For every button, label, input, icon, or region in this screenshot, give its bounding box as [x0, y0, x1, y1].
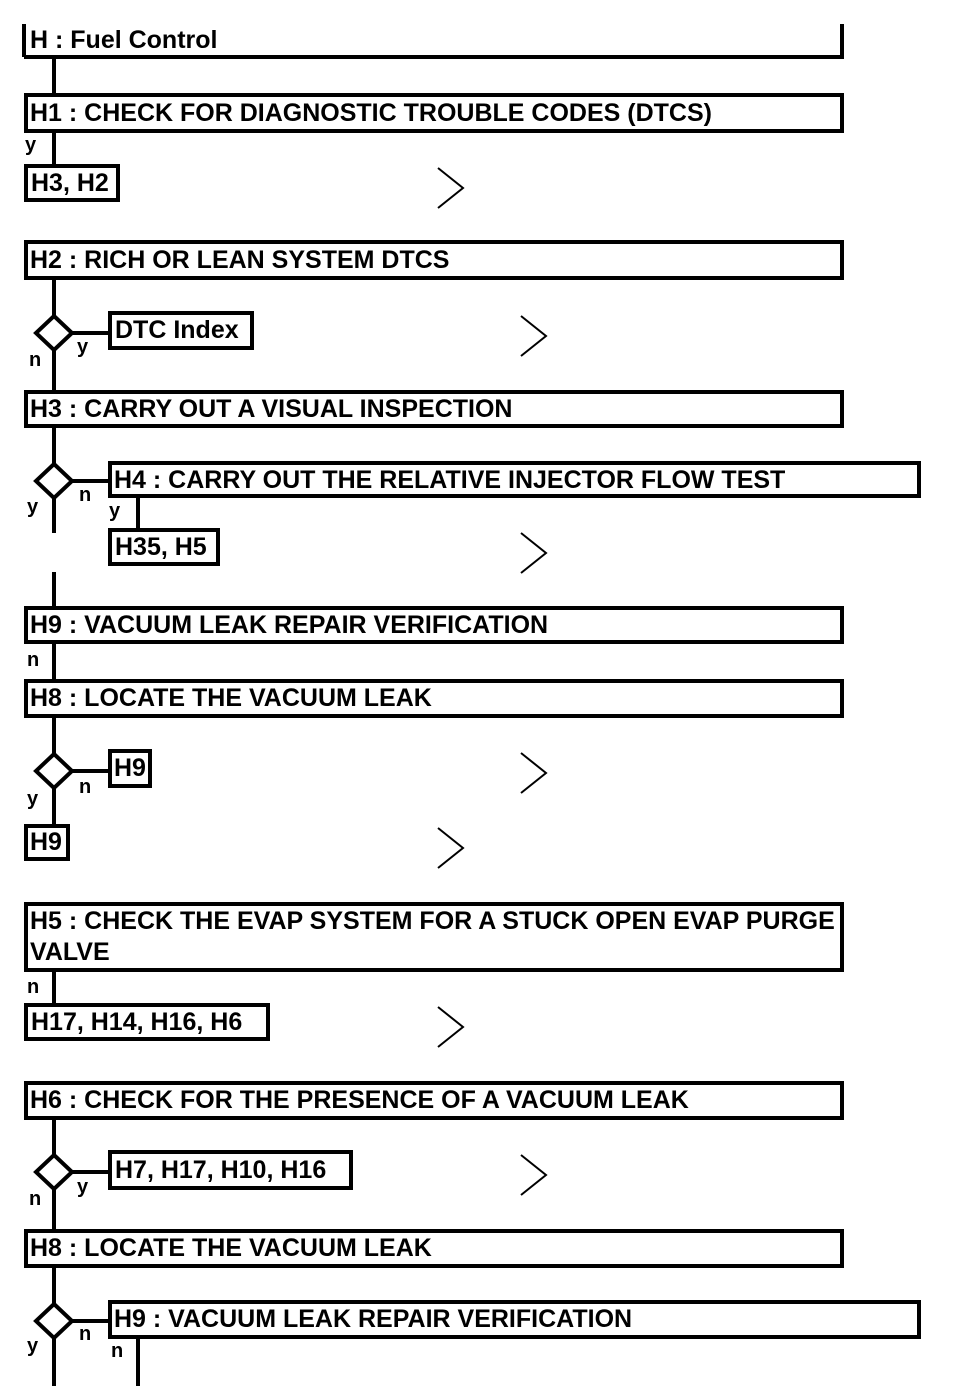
ref-h5-n: H17, H14, H16, H6 [31, 1008, 243, 1036]
chevron-right-icon [437, 1006, 465, 1048]
ref-box-h4-y [108, 528, 220, 566]
ref-box-h8-y [24, 824, 70, 861]
step-box-h4 [108, 461, 921, 498]
chevron-right-icon [520, 315, 548, 357]
branch-yes-label: y [77, 1176, 89, 1198]
step-h4: H4 : CARRY OUT THE RELATIVE INJECTOR FLO… [114, 466, 786, 494]
branch-yes-label: y [27, 788, 39, 810]
chevron-right-icon [520, 1154, 548, 1196]
branch-yes-label: y [27, 1335, 39, 1357]
decision-diamond-icon [33, 461, 75, 501]
step-h9a: H9 : VACUUM LEAK REPAIR VERIFICATION [30, 611, 549, 639]
step-h3: H3 : CARRY OUT A VISUAL INSPECTION [30, 395, 513, 423]
branch-no-label: n [29, 349, 42, 371]
decision-diamond-icon [33, 751, 75, 791]
ref-h8-n: H9 [114, 754, 146, 782]
branch-no-label: n [79, 1323, 92, 1345]
ref-h8-y: H9 [30, 828, 62, 856]
ref-box-h8-n [108, 749, 152, 788]
decision-diamond-icon [33, 1152, 75, 1192]
ref-box-h5-n [24, 1003, 270, 1041]
step-box-h6 [24, 1081, 844, 1120]
branch-yes-label: y [25, 134, 37, 156]
ref-box-h1-y [24, 164, 120, 202]
step-h9b: H9 : VACUUM LEAK REPAIR VERIFICATION [114, 1305, 633, 1333]
chevron-right-icon [520, 752, 548, 794]
step-h8a: H8 : LOCATE THE VACUUM LEAK [30, 684, 432, 712]
step-h5: H5 : CHECK THE EVAP SYSTEM FOR A STUCK O… [30, 907, 835, 966]
ref-h2-y: DTC Index [115, 316, 239, 344]
chevron-right-icon [437, 827, 465, 869]
ref-h6-y: H7, H17, H10, H16 [115, 1156, 327, 1184]
ref-box-h6-y [108, 1150, 353, 1190]
step-box-h9b [108, 1300, 921, 1339]
decision-diamond-icon [33, 1301, 75, 1341]
step-box-h8a [24, 679, 844, 718]
ref-box-h2-y [108, 311, 254, 350]
branch-yes-label: y [109, 500, 121, 522]
ref-h4-y: H35, H5 [115, 533, 207, 561]
step-box-h9a [24, 606, 844, 644]
chevron-right-icon [520, 532, 548, 574]
step-h2: H2 : RICH OR LEAN SYSTEM DTCS [30, 246, 450, 274]
step-box-h8b [24, 1229, 844, 1268]
branch-no-label: n [79, 484, 92, 506]
step-h8b: H8 : LOCATE THE VACUUM LEAK [30, 1234, 432, 1262]
step-h1: H1 : CHECK FOR DIAGNOSTIC TROUBLE CODES … [30, 99, 712, 127]
decision-diamond-icon [33, 313, 75, 353]
branch-no-label: n [27, 649, 40, 671]
step-box-h1 [24, 93, 844, 133]
step-box-h5 [24, 902, 844, 972]
branch-no-label: n [79, 776, 92, 798]
branch-yes-label: y [27, 496, 39, 518]
diagram-title: H : Fuel Control [30, 26, 218, 54]
branch-no-label: n [111, 1340, 124, 1362]
step-box-h2 [24, 240, 844, 280]
step-box-h3 [24, 390, 844, 428]
chevron-right-icon [437, 167, 465, 209]
branch-no-label: n [27, 976, 40, 998]
branch-yes-label: y [77, 336, 89, 358]
ref-h1-y: H3, H2 [31, 169, 109, 197]
branch-no-label: n [29, 1188, 42, 1210]
step-h6: H6 : CHECK FOR THE PRESENCE OF A VACUUM … [30, 1086, 689, 1114]
